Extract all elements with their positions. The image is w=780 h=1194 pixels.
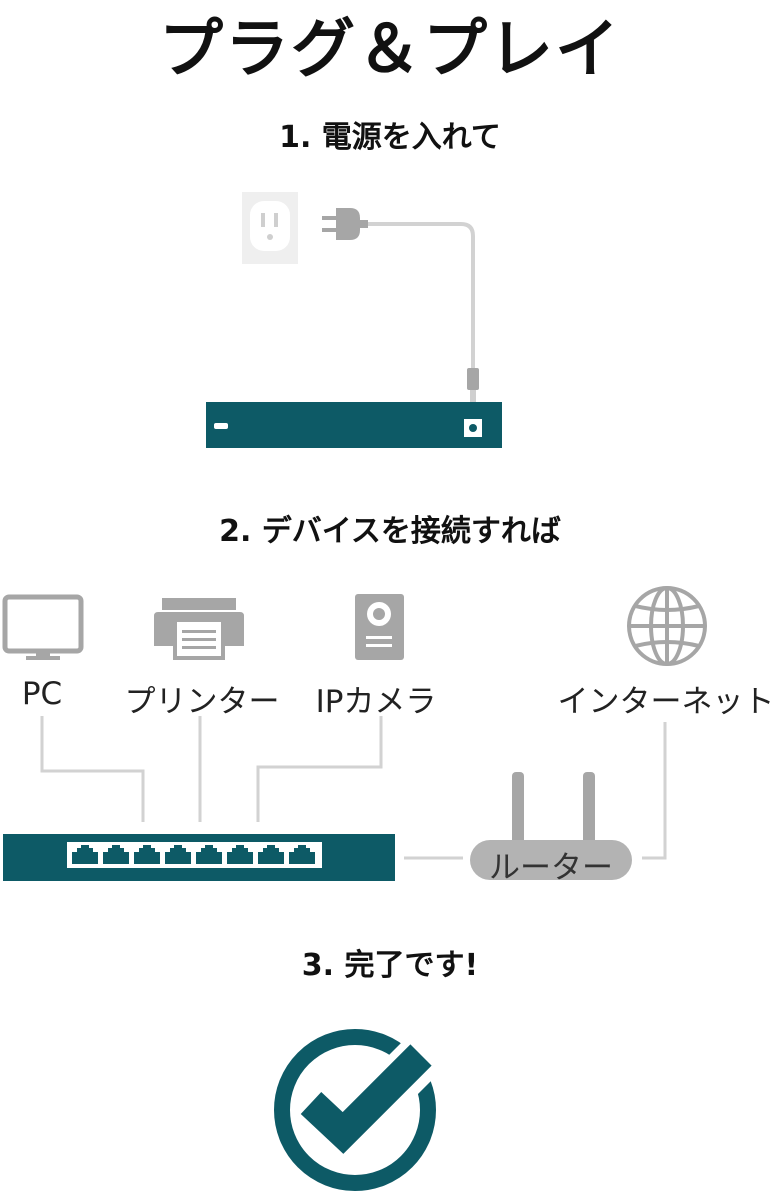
printer-icon bbox=[154, 598, 244, 660]
ethernet-port bbox=[289, 845, 315, 864]
step-2-heading: 2. デバイスを接続すれば bbox=[219, 514, 561, 549]
power-cable bbox=[368, 222, 475, 368]
label-internet: インターネット bbox=[557, 684, 775, 720]
router-icon bbox=[470, 772, 632, 880]
label-router: ルーター bbox=[489, 850, 613, 886]
ethernet-port bbox=[134, 845, 160, 864]
step-3-heading: 3. 完了です! bbox=[301, 948, 479, 983]
pc-monitor-icon bbox=[2, 594, 84, 660]
globe-icon bbox=[627, 586, 707, 666]
step-1-heading: 1. 電源を入れて bbox=[279, 120, 501, 155]
dc-connector bbox=[467, 368, 479, 390]
ethernet-port bbox=[165, 845, 191, 864]
ip-camera-icon bbox=[355, 594, 404, 660]
ethernet-port bbox=[72, 845, 98, 864]
switch-rear-view bbox=[206, 402, 502, 448]
label-ip-camera: IPカメラ bbox=[315, 684, 437, 720]
ethernet-port bbox=[103, 845, 129, 864]
label-pc: PC bbox=[21, 676, 63, 712]
checkmark-icon bbox=[274, 1029, 442, 1191]
connection-lines bbox=[40, 716, 667, 860]
ethernet-port bbox=[258, 845, 284, 864]
page-title: プラグ＆プレイ bbox=[159, 13, 621, 87]
power-plug-icon bbox=[322, 208, 368, 240]
switch-front-view bbox=[3, 834, 395, 881]
power-outlet-icon bbox=[242, 192, 298, 264]
ethernet-port bbox=[196, 845, 222, 864]
label-printer: プリンター bbox=[124, 684, 280, 720]
ethernet-port bbox=[227, 845, 253, 864]
